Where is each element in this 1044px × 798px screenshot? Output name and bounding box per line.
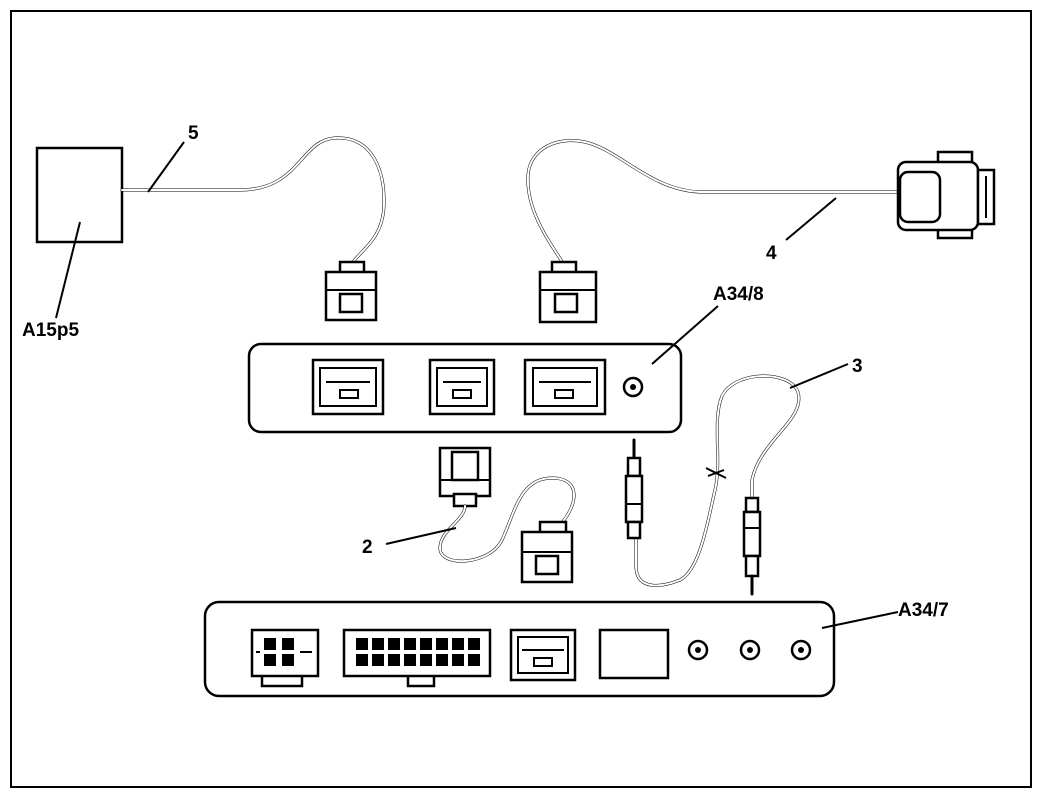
cable-3 <box>624 374 801 596</box>
a34-8-port-2 <box>428 358 496 416</box>
connector-pin <box>452 638 464 650</box>
leader-4 <box>785 197 837 241</box>
figure-frame <box>10 10 1032 788</box>
cable-3-plug-1 <box>624 438 644 540</box>
connector-pin <box>404 638 416 650</box>
a34-8-module <box>247 342 683 434</box>
label-cable-3: 3 <box>852 356 863 377</box>
leader-5 <box>147 141 185 193</box>
connector-pin <box>372 638 384 650</box>
leader-a15p5 <box>55 221 81 319</box>
leader-3 <box>789 363 849 389</box>
a34-7-connector-16pin <box>342 628 492 688</box>
label-a15p5: A15p5 <box>22 320 79 341</box>
cable-2 <box>438 446 576 584</box>
a34-7-port-rj <box>509 628 577 682</box>
a34-8-port-3 <box>523 358 607 416</box>
label-cable-5: 5 <box>188 123 199 144</box>
cable-5 <box>120 136 386 322</box>
connector-pin <box>420 638 432 650</box>
connector-pin <box>420 654 432 666</box>
connector-pin <box>388 638 400 650</box>
connector-pin <box>356 638 368 650</box>
connector-pin <box>436 638 448 650</box>
label-cable-4: 4 <box>766 243 777 264</box>
leader-a34-7 <box>821 611 899 629</box>
a34-7-module <box>203 600 836 698</box>
connector-pin <box>388 654 400 666</box>
connector-pin <box>452 654 464 666</box>
connector-pin <box>436 654 448 666</box>
cable-4-end-connector <box>896 150 996 240</box>
a34-7-blank-port <box>598 628 670 680</box>
label-a34-7: A34/7 <box>898 600 949 621</box>
cable-4 <box>526 139 996 324</box>
label-a34-8: A34/8 <box>713 284 764 305</box>
a34-7-jacks <box>687 639 812 661</box>
a34-8-port-1 <box>311 358 385 416</box>
connector-pin <box>468 654 480 666</box>
cable-3-plug-2 <box>742 496 762 596</box>
leader-2 <box>385 527 457 545</box>
leader-a34-8 <box>651 305 719 365</box>
connector-pin <box>372 654 384 666</box>
connector-pin <box>356 654 368 666</box>
connector-pin <box>468 638 480 650</box>
label-cable-2: 2 <box>362 537 373 558</box>
a34-7-connector-4pin <box>250 628 320 688</box>
connector-pin <box>404 654 416 666</box>
